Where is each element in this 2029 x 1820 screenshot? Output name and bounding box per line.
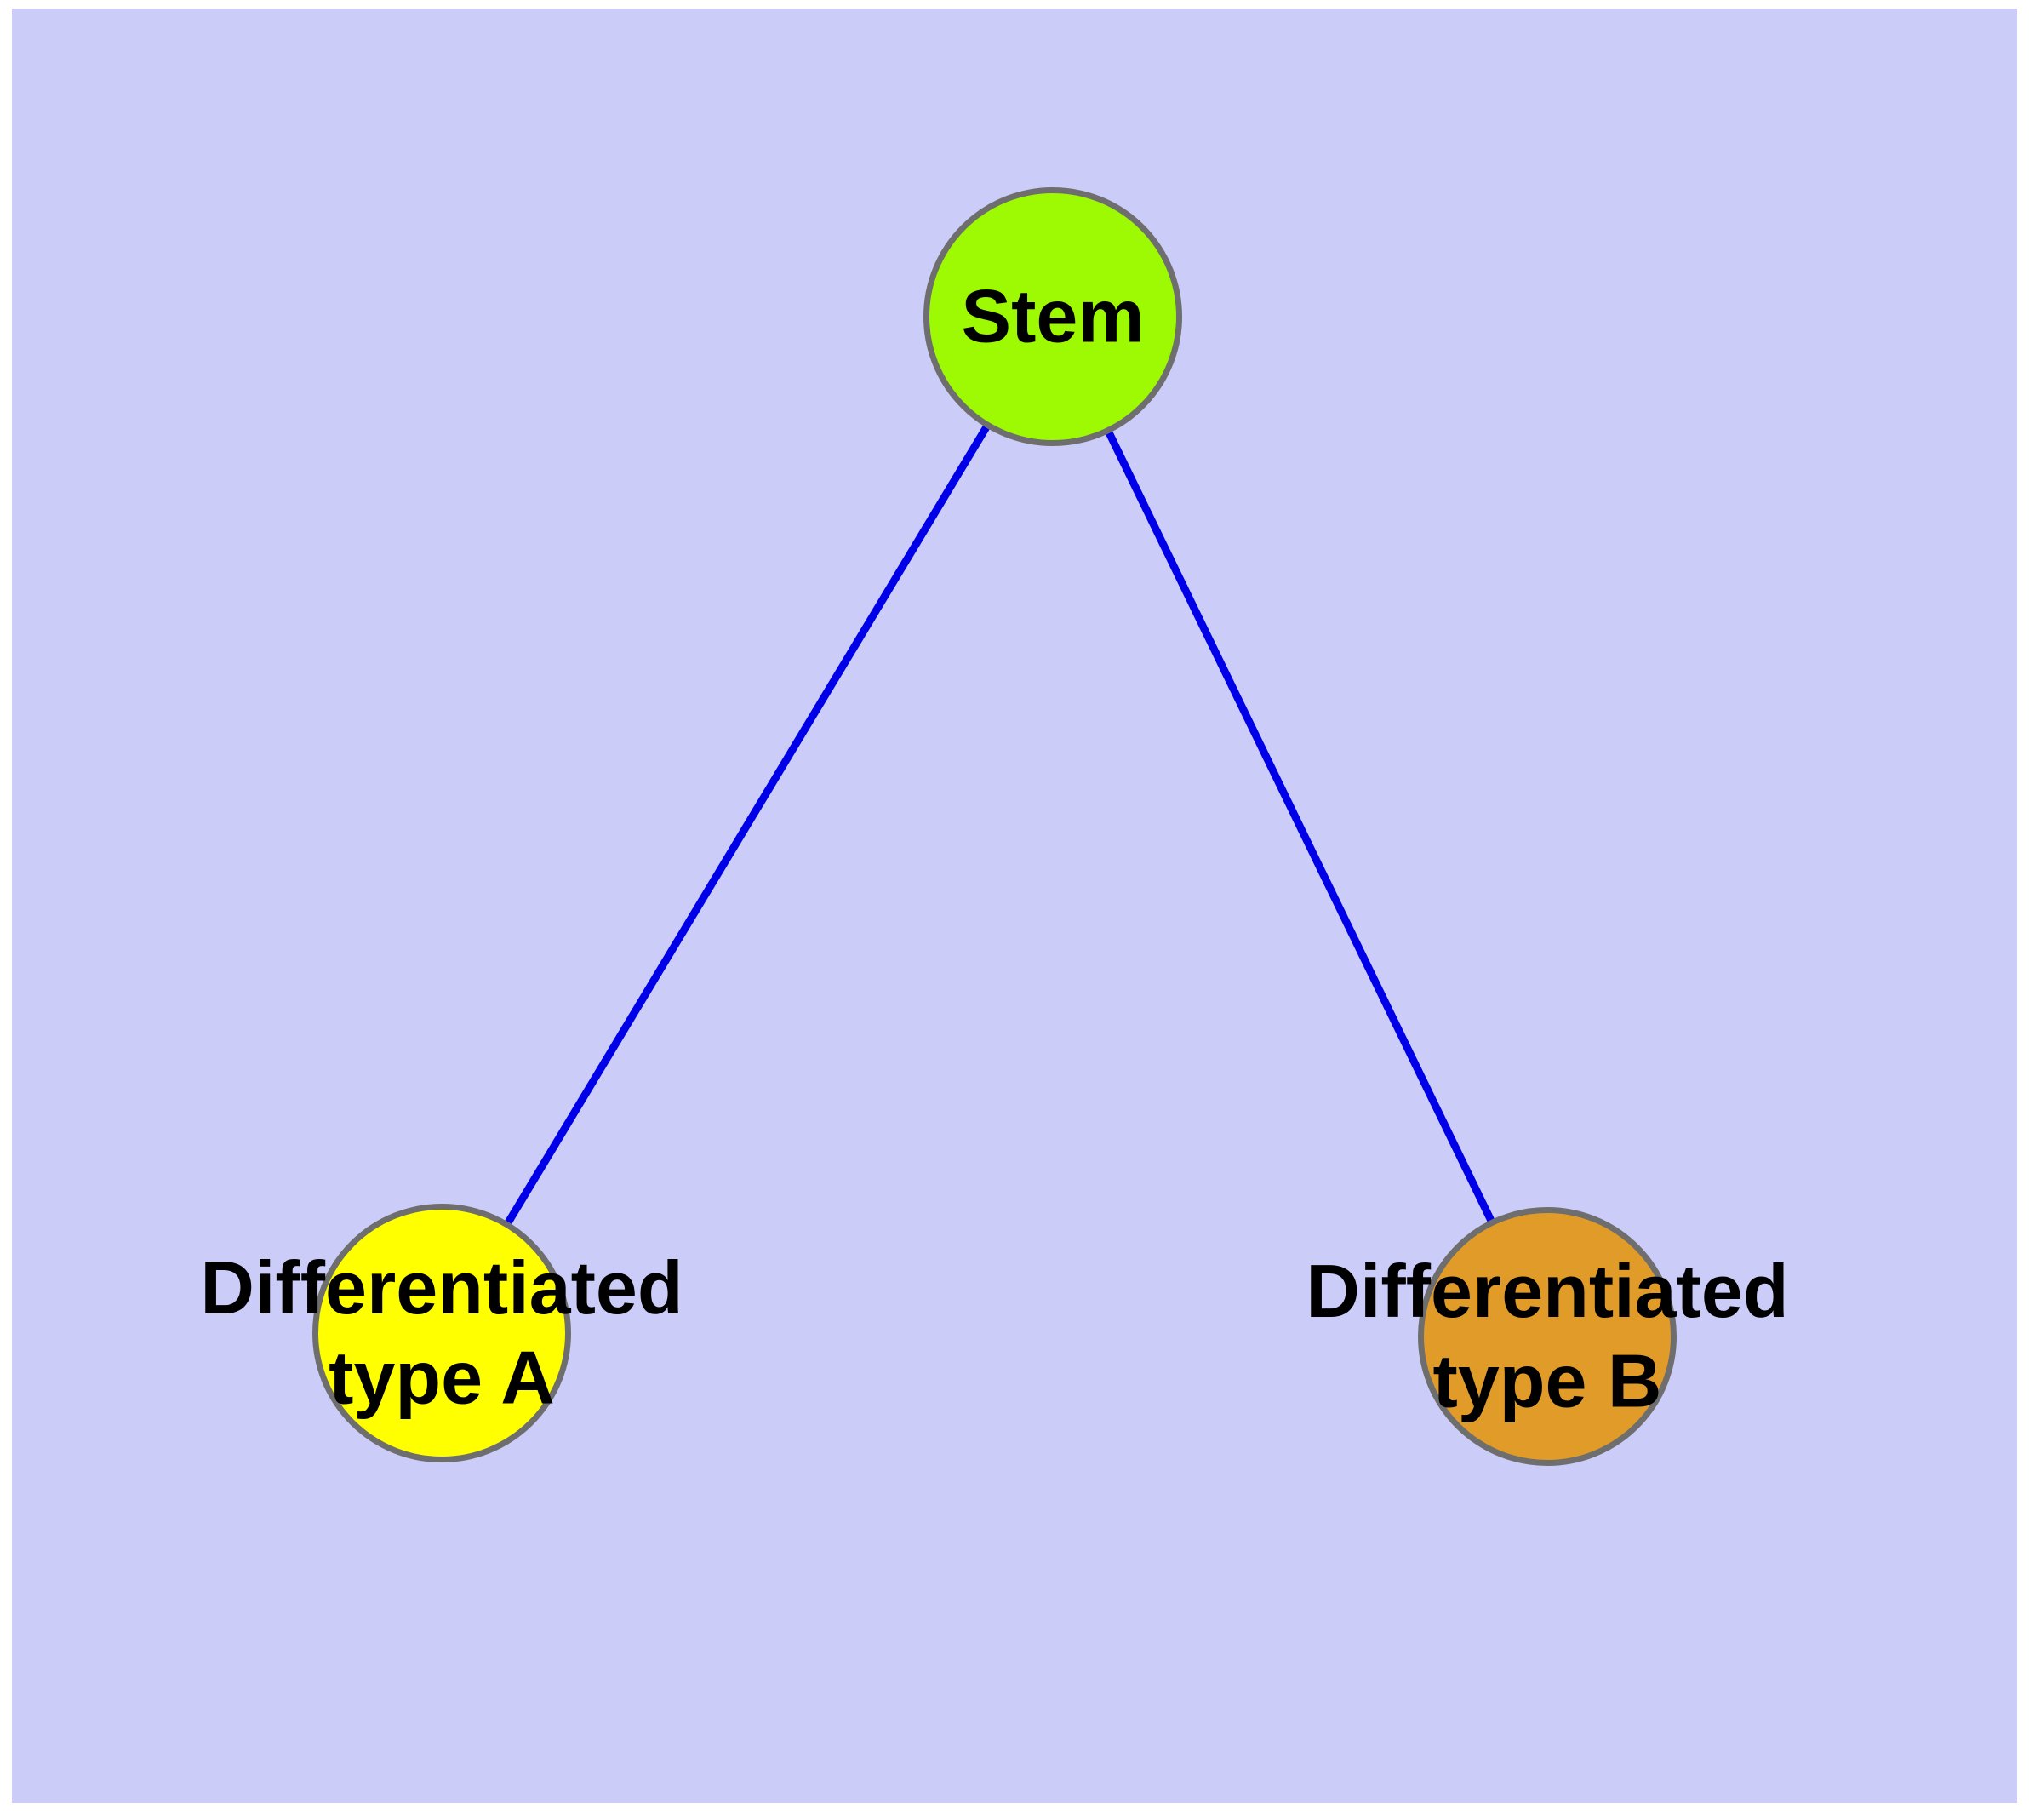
- node-circle-diff_a[interactable]: [312, 1204, 571, 1462]
- node-label-stem: Stem: [961, 274, 1144, 358]
- node-label-line-diff_a-0: Differentiated: [200, 1245, 683, 1330]
- graph-edge-stem-to-b[interactable]: [1106, 431, 1495, 1222]
- node-label-line-diff_b-0: Differentiated: [1306, 1249, 1788, 1333]
- node-circle-diff_b[interactable]: [1418, 1207, 1677, 1466]
- edges-layer: [505, 425, 1495, 1225]
- graph-node-diff_a[interactable]: [312, 1204, 571, 1462]
- node-label-line-stem-0: Stem: [961, 274, 1144, 358]
- graph-node-stem[interactable]: [923, 187, 1182, 446]
- graph-node-diff_b[interactable]: [1418, 1207, 1677, 1466]
- node-label-line-diff_a-1: type A: [329, 1335, 555, 1419]
- node-label-line-diff_b-1: type B: [1433, 1338, 1662, 1422]
- node-circle-stem[interactable]: [923, 187, 1182, 446]
- nodes-layer: [312, 187, 1677, 1466]
- graph-edge-stem-to-a[interactable]: [505, 425, 990, 1225]
